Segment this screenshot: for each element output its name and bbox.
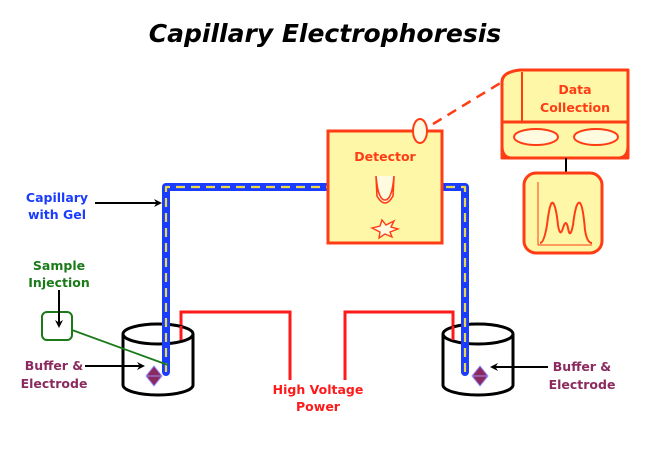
electrode-diamond-icon [471,365,489,387]
electropherogram-icon [522,171,604,255]
buffer-left-label-line2: Electrode [21,376,88,391]
detector-cuvette-icon [375,175,395,204]
power-wires [179,310,455,380]
capillary-label-line1: Capillary [26,190,88,205]
data-label-line1: Data [558,82,591,97]
power-wire-left [179,310,292,380]
electrode-diamond-icon [145,365,163,387]
sample-label-line1: Sample [33,258,85,273]
signal-link [432,80,503,126]
buffer-right-label-line2: Electrode [549,377,616,392]
sample-injection-box [41,311,73,341]
detector-flash-icon [369,218,401,240]
diagram-title: Capillary Electrophoresis [149,19,501,48]
buffer-left-label-line1: Buffer & [25,358,84,373]
hv-label-line2: Power [296,399,341,414]
disk-icon [573,128,619,146]
data-collection-box: Data Collection [500,68,630,160]
hv-label-line1: High Voltage [273,382,364,397]
power-wire-right [343,310,455,380]
detector-label: Detector [354,149,416,164]
disk-icon [513,128,559,146]
buffer-vial-right [441,322,515,397]
buffer-right-label-line1: Buffer & [553,359,612,374]
buffer-vial-left [121,322,195,397]
data-label-line2: Collection [540,100,610,115]
sample-label-line2: Injection [28,275,89,290]
capillary-label-line2: with Gel [28,207,86,222]
light-source-icon [412,118,428,144]
capillary-tube [162,183,469,376]
detector-box: Detector [326,129,444,245]
sample-injection-line [71,329,169,366]
